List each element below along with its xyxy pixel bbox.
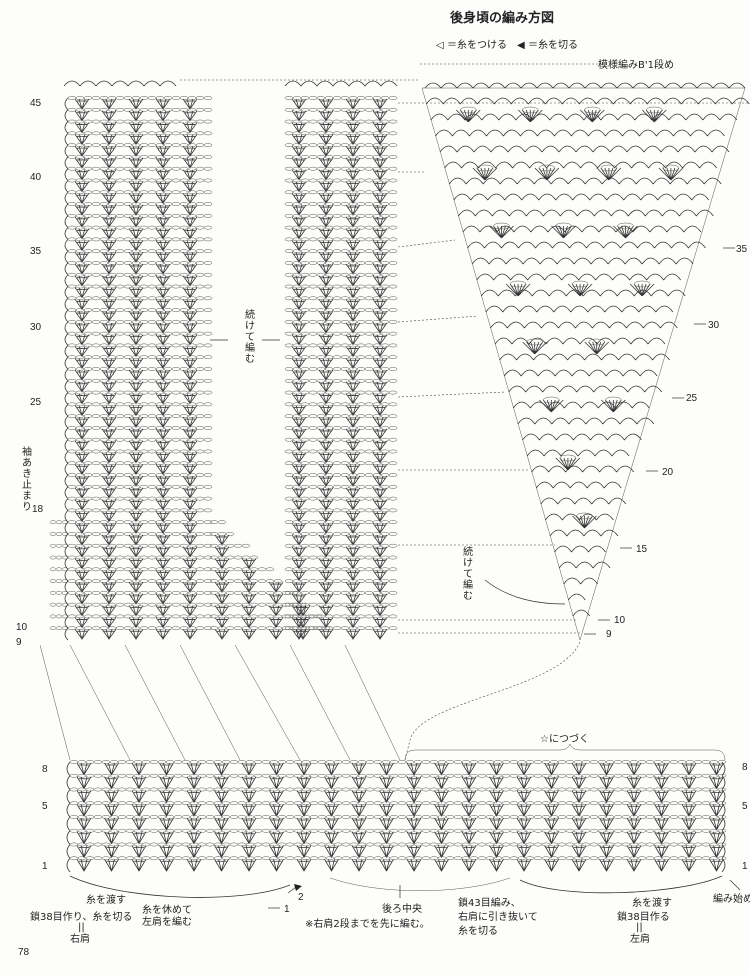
svg-text:き: き xyxy=(22,468,32,480)
eq-mark-2: || xyxy=(636,922,643,933)
tri-row-label-10: 10 xyxy=(614,615,626,626)
left-shoulder-label: 左肩 xyxy=(630,932,650,945)
row-label-30: 30 xyxy=(30,322,42,333)
start-arrow xyxy=(729,879,741,891)
band-row-label-8-left: 8 xyxy=(42,764,48,775)
svg-text:け: け xyxy=(245,320,255,332)
upper-body-grid xyxy=(49,80,398,641)
svg-text:む: む xyxy=(245,353,255,365)
svg-text:け: け xyxy=(463,557,473,569)
tri-row-label-15: 15 xyxy=(636,544,648,555)
svg-text:り: り xyxy=(22,501,32,513)
legend-attach-text: ＝糸をつける xyxy=(447,39,507,51)
arrow-label-1: 1 xyxy=(284,904,290,915)
sleeve-note: 袖 あ き 止 ま り xyxy=(22,445,32,513)
tri-row-label-9: 9 xyxy=(606,629,612,640)
band-row-label-5-left: 5 xyxy=(42,801,48,812)
band-row-label-1-left: 1 xyxy=(42,861,48,872)
tri-row-label-25: 25 xyxy=(686,393,698,404)
cut-arrow-icon xyxy=(294,884,302,891)
row-label-9: 9 xyxy=(16,637,22,648)
svg-text:ま: ま xyxy=(22,490,32,502)
svg-text:て: て xyxy=(463,569,473,580)
diagram-title: 後身頃の編み方図 xyxy=(450,10,554,26)
svg-text:袖: 袖 xyxy=(22,445,32,458)
shoulder-band-grid xyxy=(66,760,727,898)
row-label-35: 35 xyxy=(30,246,42,257)
band-row-label-8-right: 8 xyxy=(742,762,748,773)
chain43-label-b: 右肩に引き抜いて xyxy=(458,910,538,923)
row-guide-lines xyxy=(180,63,748,761)
svg-text:て: て xyxy=(245,332,255,343)
svg-text:あ: あ xyxy=(22,457,32,469)
pass-yarn-right-label: 糸を渡す xyxy=(632,896,672,909)
svg-text:む: む xyxy=(463,590,473,602)
band-row-label-1-right: 1 xyxy=(742,861,748,872)
start-label: 編み始め xyxy=(713,892,750,905)
chain43-label-c: 糸を切る xyxy=(458,925,498,937)
back-center-label: 後ろ中央 xyxy=(382,902,422,915)
row-label-10: 10 xyxy=(16,622,28,633)
row-label-45: 45 xyxy=(30,98,42,109)
chain38-left-label: 鎖38目作る xyxy=(617,910,670,923)
pass-yarn-left-label: 糸を渡す xyxy=(86,893,126,906)
svg-text:編: 編 xyxy=(245,341,255,354)
rest-yarn-label: 糸を休めて xyxy=(142,904,192,916)
knit-left-shoulder-label: 左肩を編む xyxy=(142,915,192,928)
grid-connector-lines xyxy=(39,644,401,761)
arrow-2-line xyxy=(287,886,297,894)
band-row-label-5-right: 5 xyxy=(742,801,748,812)
tri-row-label-30: 30 xyxy=(708,320,720,331)
chain38-right-label: 鎖38目作り、糸を切る xyxy=(30,910,132,923)
legend-cut-text: ＝糸を切る xyxy=(528,39,578,51)
chain43-label-a: 鎖43目編み、 xyxy=(458,896,521,909)
row-label-25: 25 xyxy=(30,397,42,408)
tri-row-label-35: 35 xyxy=(736,244,748,255)
row-label-18: 18 xyxy=(32,504,44,515)
right-shoulder-label: 右肩 xyxy=(70,932,90,945)
page-number: 78 xyxy=(18,947,30,958)
legend-attach-symbol: ◁ xyxy=(436,40,444,51)
legend-cut-symbol: ◀ xyxy=(517,40,525,51)
tri-row-label-20: 20 xyxy=(662,467,674,478)
eq-mark-1: || xyxy=(78,922,85,933)
shoulder-fan-triangle xyxy=(421,82,750,641)
star-bracket xyxy=(404,743,726,761)
svg-text:続: 続 xyxy=(245,308,255,321)
note-right-first: ※右肩2段までを先に編む。 xyxy=(305,917,430,930)
svg-text:止: 止 xyxy=(22,479,32,491)
row-label-40: 40 xyxy=(30,172,42,183)
continue-note-2: 続 け て 編 む xyxy=(463,545,473,602)
svg-text:編: 編 xyxy=(463,578,473,591)
pattern-note: 模様編みB'1段め xyxy=(598,58,674,71)
continue-note-1: 続 け て 編 む xyxy=(245,308,255,365)
continue-star-note: ☆につづく xyxy=(540,733,589,745)
arrow-label-2: 2 xyxy=(298,892,304,903)
svg-text:続: 続 xyxy=(463,545,473,558)
